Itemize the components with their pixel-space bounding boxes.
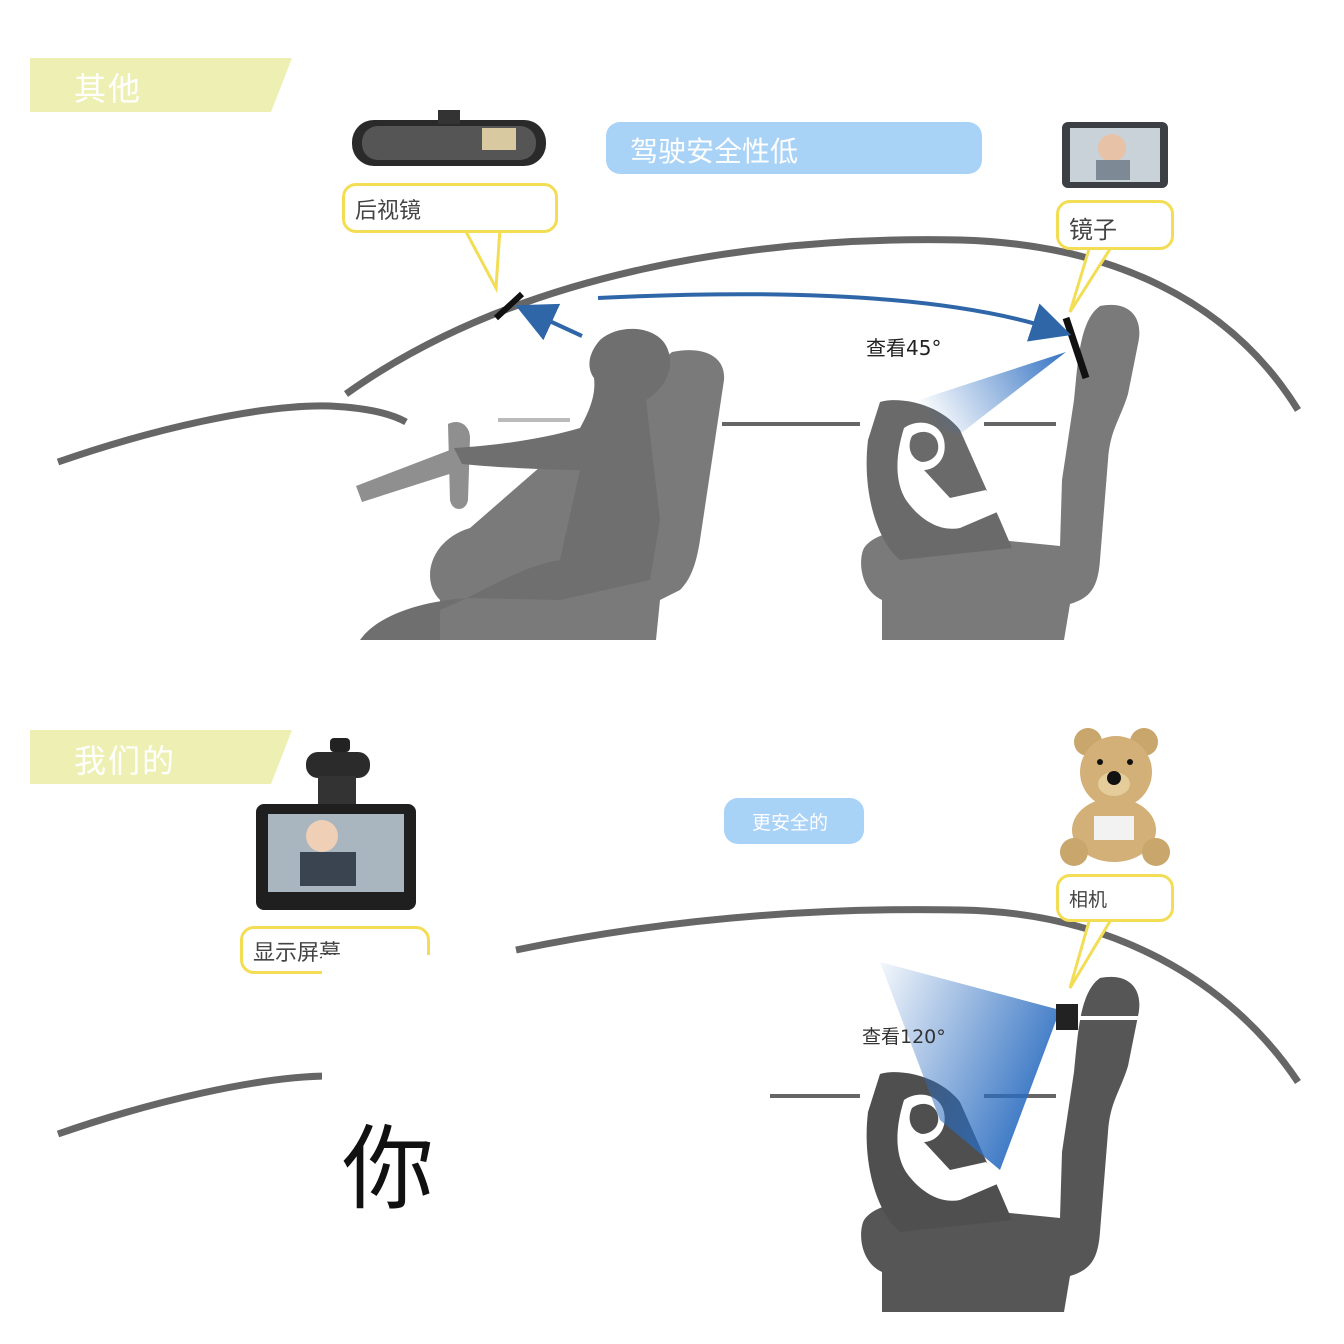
callout-display-screen: 显示屏幕 [240,926,430,974]
rearview-mirror-marker [493,291,525,321]
section-tag-others: 其他 [30,58,292,112]
display-screen-image [256,738,416,910]
white-overlay-box: 你 [322,955,768,1330]
top-car-illustration [56,110,1301,640]
rearview-mirror-image [352,110,546,166]
safety-note-safer: 更安全的 [724,798,864,844]
callout-mirror: 镜子 [1056,200,1174,250]
callout-label: 相机 [1069,889,1108,911]
section-tag-label: 我们的 [74,742,177,780]
section-tag-label: 其他 [74,70,143,108]
steering-column [356,450,462,502]
arrow-to-baby-mirror [597,292,1072,342]
camera-marker [1056,1004,1078,1030]
callout-label: 镜子 [1069,216,1117,244]
bottom-car-illustration [56,728,1301,1312]
car-hood-line [56,402,408,466]
car-roof-line [515,906,1301,1084]
view-angle-45-label: 查看45° [866,336,942,360]
view-angle-120-label: 查看120° [862,1026,946,1048]
view-cone-45 [900,352,1066,434]
view-cone-120 [880,962,1060,1170]
safety-note-text: 更安全的 [752,812,829,834]
steering-wheel [448,421,470,509]
overlay-character: 你 [342,1116,435,1223]
car-hood-line [56,1072,331,1138]
section-tag-ours: 我们的 [30,730,292,784]
teddy-bear-camera-image [1060,728,1170,866]
baby-mirror-image [1062,122,1168,188]
callout-label: 后视镜 [355,199,422,224]
callout-rearview-mirror: 后视镜 [342,183,558,233]
driver-silhouette [360,328,671,640]
callout-camera: 相机 [1056,874,1174,922]
arrow-to-rearview [515,303,583,341]
safety-note-low: 驾驶安全性低 [606,122,982,174]
safety-note-text: 驾驶安全性低 [630,135,799,168]
